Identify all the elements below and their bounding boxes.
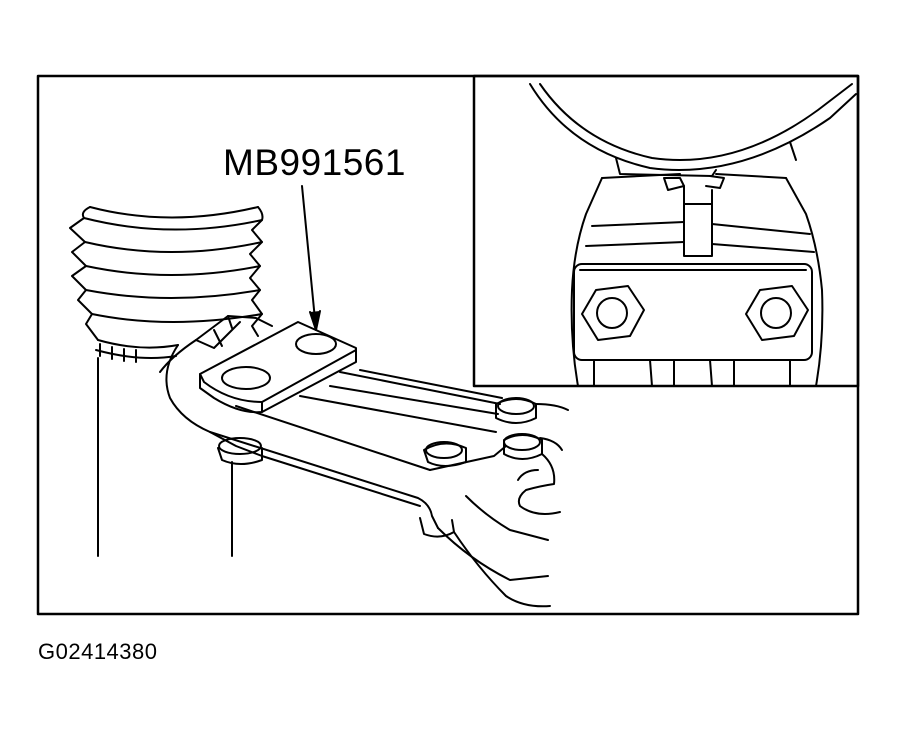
main-frame [36,74,860,616]
inset-bolt-left [581,285,645,341]
band-tool [159,315,569,608]
dust-boot [69,206,264,557]
detail-inset-frame [472,74,860,388]
tool-plate [199,321,357,414]
bolt-upper-right [495,398,537,424]
callout-arrowhead [309,310,321,331]
detail-inset [529,83,857,387]
inset-bolt-right [745,285,809,341]
figure-id-label: G02414380 [38,639,158,664]
plate-hole-left [221,366,271,390]
callout-leader [301,185,317,331]
tool-number-label: MB991561 [223,142,406,183]
plate-hole-right [295,333,337,355]
